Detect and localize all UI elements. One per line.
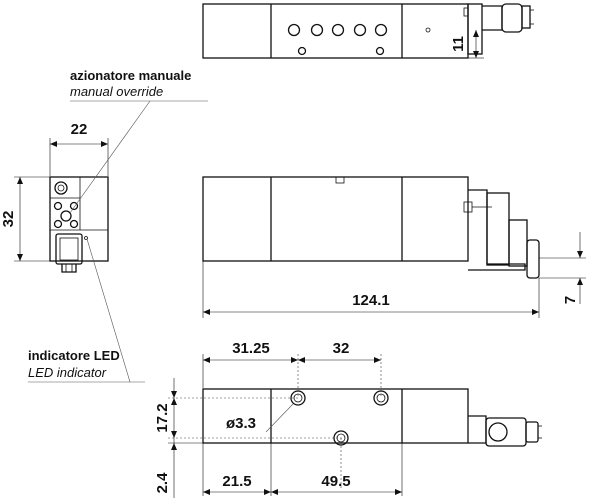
dim-2-4: 2.4 [154, 472, 171, 494]
dim-hole-diameter: ø3.3 [226, 415, 256, 432]
manual-override-button [60, 210, 72, 222]
led-indicator-label-it: indicatore LED [28, 348, 120, 363]
manual-override-label-it: azionatore manuale [70, 68, 191, 83]
top-view: 11 [202, 3, 534, 59]
dim-22: 22 [71, 121, 88, 138]
led-indicator-label-en: LED indicator [28, 365, 107, 380]
bottom-view: 31.25 32 17.2 2.4 ø3.3 21.5 49.5 [154, 340, 542, 498]
dim-124-1: 124.1 [352, 292, 390, 309]
side-view: 22 32 [0, 121, 109, 273]
led-indicator-callout: indicatore LED LED indicator [28, 238, 145, 383]
dim-32-pitch: 32 [333, 340, 350, 357]
top-view-port-row [287, 23, 431, 56]
top-view-body [202, 3, 469, 59]
side-view-body [49, 176, 109, 262]
dim-31-25: 31.25 [232, 340, 270, 357]
side-view-connector [55, 233, 83, 273]
bottom-view-solenoid [468, 415, 542, 447]
dim-21-5: 21.5 [222, 473, 251, 490]
manual-override-callout: azionatore manuale manual override [69, 68, 208, 214]
front-view-body [202, 176, 469, 262]
dim-11: 11 [450, 36, 467, 52]
led-indicator [84, 236, 88, 240]
side-view-top-screw [54, 181, 68, 195]
top-view-solenoid [463, 3, 534, 55]
bottom-view-holes [290, 390, 389, 446]
dim-49-5: 49.5 [321, 473, 350, 490]
manual-override-label-en: manual override [70, 84, 163, 99]
front-view-solenoid [463, 189, 540, 279]
front-view: 124.1 7 [202, 176, 586, 318]
dim-7: 7 [562, 296, 579, 304]
dim-32: 32 [0, 211, 17, 228]
dim-17-2: 17.2 [154, 403, 171, 432]
